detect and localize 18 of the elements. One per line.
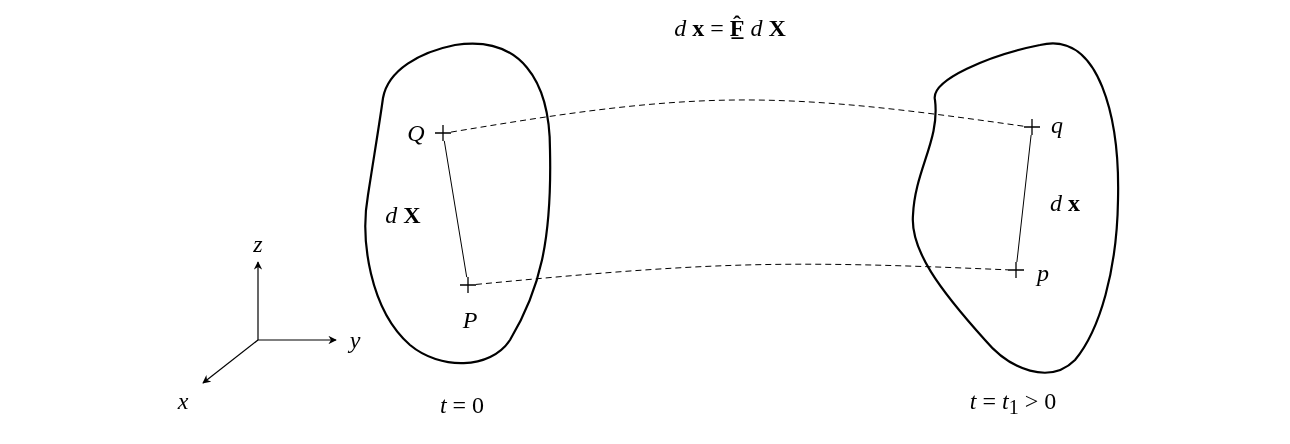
point-marker xyxy=(1008,262,1024,278)
line-segment xyxy=(1016,134,1032,263)
point-marker xyxy=(460,277,476,293)
point-label: P xyxy=(462,308,478,332)
point-marker xyxy=(1024,119,1040,135)
dashed-curve xyxy=(450,99,1025,133)
point-label: Q xyxy=(407,121,425,145)
point-marker xyxy=(435,125,451,141)
axis-label: x xyxy=(177,389,189,413)
time-label: t = t$_{1}$ > 0 xyxy=(969,388,1057,418)
axis-label: y xyxy=(349,328,361,352)
point-label: q xyxy=(1051,113,1063,137)
point-label: p xyxy=(1037,261,1049,285)
time-label: t = 0 xyxy=(439,393,485,417)
dashed-curve xyxy=(475,263,1009,285)
axis-label: z xyxy=(253,232,263,256)
formula-title: d x = F̲̂ d X xyxy=(674,16,786,40)
line-segment xyxy=(443,140,468,278)
